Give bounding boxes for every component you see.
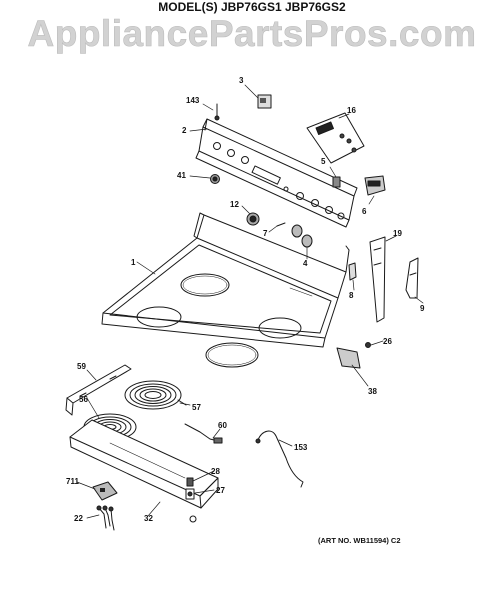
part-153-wire xyxy=(255,430,304,488)
part-3 xyxy=(257,94,272,109)
part-6 xyxy=(364,175,386,196)
part-12-knob xyxy=(246,212,260,226)
part-38 xyxy=(336,347,361,369)
callout-28: 28 xyxy=(211,467,220,476)
callout-3: 3 xyxy=(239,76,244,85)
callout-32: 32 xyxy=(144,514,153,523)
callout-711: 711 xyxy=(66,477,79,486)
part-4-knobs xyxy=(291,224,313,248)
part-57-surface-unit xyxy=(124,380,187,410)
callout-59: 59 xyxy=(77,362,86,371)
callout-12: 12 xyxy=(230,200,239,209)
part-8-clip xyxy=(348,262,357,281)
callout-labels: 3 143 16 2 5 41 6 12 7 4 19 1 8 9 26 38 … xyxy=(66,76,425,523)
callout-38: 38 xyxy=(368,387,377,396)
callout-57: 57 xyxy=(192,403,201,412)
callout-27: 27 xyxy=(216,486,225,495)
watermark: AppliancePartsPros.com xyxy=(27,13,477,54)
part-711-terminal-block xyxy=(92,481,118,501)
part-26-screw xyxy=(365,342,371,348)
callout-4: 4 xyxy=(303,259,308,268)
callout-60: 60 xyxy=(218,421,227,430)
callout-56: 56 xyxy=(79,395,88,404)
part-7-screw xyxy=(276,222,286,227)
callout-9: 9 xyxy=(420,304,425,313)
leader-lines xyxy=(76,84,424,519)
callout-7: 7 xyxy=(263,229,268,238)
callout-153: 153 xyxy=(294,443,308,452)
callout-19: 19 xyxy=(393,229,402,238)
part-143 xyxy=(214,103,220,121)
model-header: MODEL(S) JBP76GS1 JBP76GS2 xyxy=(158,0,346,14)
callout-8: 8 xyxy=(349,291,354,300)
callout-22: 22 xyxy=(74,514,83,523)
callout-2: 2 xyxy=(182,126,187,135)
part-32-burner-box xyxy=(69,419,219,523)
part-9-hinge xyxy=(405,257,419,299)
callout-5: 5 xyxy=(321,157,326,166)
art-number: (ART NO. WB11594) C2 xyxy=(318,536,401,545)
callout-1: 1 xyxy=(131,258,136,267)
part-28-27 xyxy=(185,477,195,500)
callout-16: 16 xyxy=(347,106,356,115)
part-5 xyxy=(332,176,341,188)
main-top xyxy=(101,212,350,368)
part-59-bracket xyxy=(65,364,132,416)
part-16-control xyxy=(306,112,365,164)
part-22-harness xyxy=(96,505,115,531)
callout-26: 26 xyxy=(383,337,392,346)
callout-143: 143 xyxy=(186,96,200,105)
control-panel xyxy=(195,118,358,228)
callout-41: 41 xyxy=(177,171,186,180)
part-41-knob xyxy=(210,174,220,184)
part-60-wire xyxy=(184,423,223,444)
callout-6: 6 xyxy=(362,207,367,216)
part-19-bracket xyxy=(369,236,386,323)
